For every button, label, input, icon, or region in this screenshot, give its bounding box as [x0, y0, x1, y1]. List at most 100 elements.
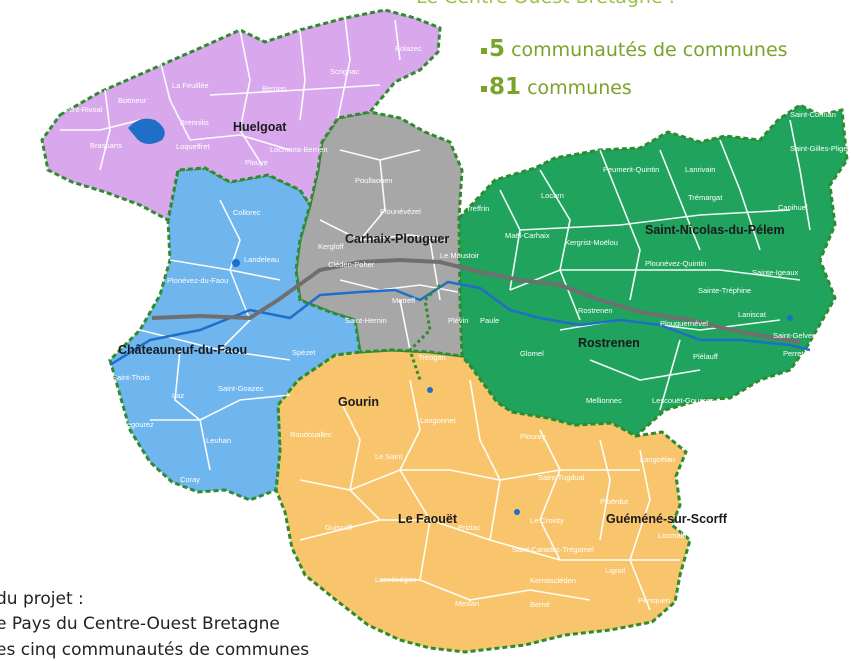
commune-label: Roudouallec: [290, 430, 332, 439]
commune-boundaries: [60, 17, 811, 611]
commune-label: Lopérec: [62, 185, 89, 194]
region-huelgoat-area: [40, 8, 442, 223]
commune-label: Glomel: [520, 349, 544, 358]
commune-label: Spézet: [292, 348, 316, 357]
commune-label: Plévin: [448, 316, 468, 325]
canal-river: [109, 280, 811, 367]
bullet-square-icon: [481, 47, 487, 54]
commune-label: Lescouët-Gouarec: [652, 396, 714, 405]
commune-label: Plounévez-Quintin: [645, 259, 706, 268]
region-label-guemene: Guéméné-sur-Scorff: [606, 512, 728, 526]
commune-label: Saint-Gilles-Pligeaux: [790, 144, 851, 153]
commune-label: Saint-Rivoal: [62, 105, 103, 114]
commune-label: Plouray: [520, 432, 546, 441]
commune-label: Loqueffret: [176, 142, 211, 151]
commune-label: Treffrin: [466, 204, 489, 213]
commune-label: Lignol: [605, 566, 625, 575]
department-boundary: [408, 283, 442, 381]
region-label-rostrenen: Rostrenen: [578, 336, 640, 350]
stat-communes-number: 81: [489, 74, 522, 100]
commune-label: Scrignac: [330, 67, 359, 76]
commune-label: Brasparts: [90, 141, 122, 150]
project-note-line1: du projet :: [0, 589, 84, 609]
stat-epci-number: 5: [489, 36, 506, 62]
commune-label: Leuhan: [206, 436, 231, 445]
railway-line: [151, 257, 801, 344]
commune-label: Canihuel: [778, 203, 808, 212]
bullet-square-icon: [481, 85, 487, 92]
commune-label: Brennilis: [180, 118, 209, 127]
commune-label: Kernascléden: [530, 576, 576, 585]
commune-label: Sainte-Igeaux: [752, 268, 799, 277]
commune-label: Motreff: [392, 296, 416, 305]
region-label-gourin: Gourin: [338, 395, 379, 409]
commune-label: Botmeur: [118, 96, 147, 105]
region-carhaix-area: [294, 110, 464, 358]
commune-label: La Feuillée: [172, 81, 209, 90]
commune-label: Guiscriff: [325, 523, 353, 532]
commune-label: Ploërdut: [600, 497, 629, 506]
commune-label: Bolazec: [395, 44, 422, 53]
stat-epci: 5 communautés de communes: [481, 36, 788, 62]
commune-label: Langonnet: [420, 416, 456, 425]
commune-label: Lanvénégen: [375, 575, 416, 584]
project-note-line2: e Pays du Centre-Ouest Bretagne: [0, 614, 280, 634]
commune-label: Saint-Goazec: [218, 384, 264, 393]
commune-label: Le Moustoir: [440, 251, 480, 260]
region-label-saint-nicolas: Saint-Nicolas-du-Pélem: [645, 223, 785, 237]
commune-label: Coray: [180, 475, 200, 484]
commune-label: Meslan: [455, 599, 479, 608]
commune-label: Saint-Thois: [112, 373, 150, 382]
commune-label: Trégourez: [120, 420, 154, 429]
region-label-chateauneuf: Châteauneuf-du-Faou: [118, 343, 247, 357]
commune-label: Locmalo: [658, 531, 686, 540]
commune-label: Le Croisty: [530, 516, 564, 525]
commune-label: Trémargat: [688, 193, 723, 202]
stat-epci-text: communautés de communes: [511, 39, 788, 61]
commune-label: Kergloff: [318, 242, 345, 251]
commune-label: Berrien: [262, 84, 286, 93]
commune-label: Saint-Connan: [790, 110, 836, 119]
commune-label: Saint-Gelven: [773, 331, 816, 340]
commune-label: Collorec: [233, 208, 261, 217]
commune-label: Plounévézel: [380, 207, 421, 216]
region-label-le-faouet: Le Faouët: [398, 512, 458, 526]
lakes: [128, 118, 793, 515]
commune-labels: Bolazec Scrignac La Feuillée Berrien Bot…: [62, 44, 851, 609]
stat-communes: 81 communes: [481, 74, 632, 100]
commune-label: Saint-Hernin: [345, 316, 387, 325]
commune-label: Locmaria-Berrien: [270, 145, 328, 154]
commune-label: Plouyé: [245, 158, 268, 167]
commune-label: Laz: [172, 391, 184, 400]
commune-label: Maël-Carhaix: [505, 231, 550, 240]
commune-label: Peumerit-Quintin: [603, 165, 659, 174]
commune-label: Lanrivain: [685, 165, 715, 174]
commune-label: Le Saint: [375, 452, 403, 461]
heading-title: Le Centre Ouest Bretagne :: [416, 0, 675, 8]
commune-label: Rostrenen: [578, 306, 613, 315]
stat-communes-text: communes: [527, 77, 632, 99]
commune-label: Perret: [783, 349, 804, 358]
commune-label: Mellionnec: [586, 396, 622, 405]
commune-label: Laniscat: [738, 310, 767, 319]
region-label-carhaix: Carhaix-Plouguer: [345, 232, 449, 246]
commune-label: Saint-Tugdual: [538, 473, 585, 482]
project-note-line3: es cinq communautés de communes: [0, 640, 310, 660]
commune-label: Tréogan: [418, 353, 446, 362]
commune-label: Persquen: [638, 596, 670, 605]
commune-label: Paule: [480, 316, 499, 325]
commune-label: Plouguernével: [660, 319, 708, 328]
commune-label: Plonévez-du-Faou: [167, 276, 228, 285]
region-label-huelgoat: Huelgoat: [233, 120, 287, 134]
commune-label: Plélauff: [693, 352, 719, 361]
commune-label: Cléden-Poher: [328, 260, 375, 269]
commune-label: Landeleau: [244, 255, 279, 264]
commune-label: Locarn: [541, 191, 564, 200]
commune-label: Poullaouen: [355, 176, 393, 185]
commune-label: Sainte-Tréphine: [698, 286, 751, 295]
commune-label: Berné: [530, 600, 550, 609]
commune-label: Kergrist-Moëlou: [565, 238, 618, 247]
commune-label: Langoëlan: [640, 455, 675, 464]
commune-label: Saint-Caradec-Trégomel: [512, 545, 594, 554]
